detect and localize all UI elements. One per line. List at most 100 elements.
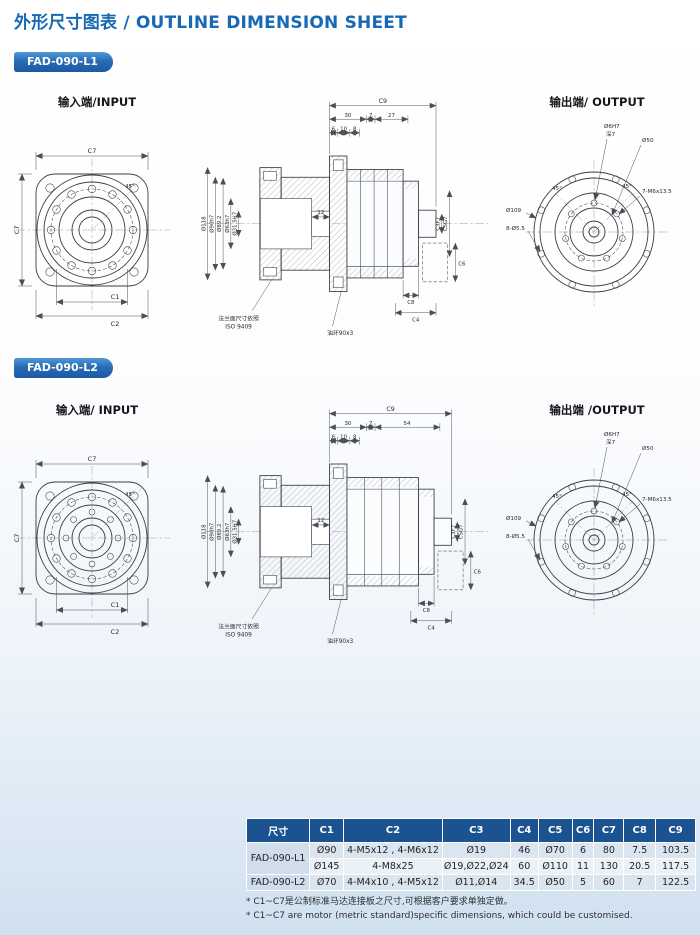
table-cell: 80 bbox=[593, 842, 625, 859]
dim-dia118: Ø118 bbox=[201, 524, 208, 539]
input-flange-drawing: C7 C7 C1 C2 45° bbox=[13, 147, 170, 328]
dim-pin-depth: 深7 bbox=[606, 438, 616, 446]
dim-dia63h7: Ø63h7 bbox=[224, 523, 231, 541]
dim-dia315h7: Ø31.5H7 bbox=[232, 212, 239, 236]
bolt-circle bbox=[50, 496, 134, 580]
dim-c9: C9 bbox=[379, 98, 387, 105]
input-flange-drawing: C7 C7 C1 C2 45° bbox=[13, 455, 170, 636]
dim-angle-45-b: 45° bbox=[622, 184, 632, 190]
bolt-holes bbox=[46, 184, 138, 276]
centerlines bbox=[526, 468, 668, 614]
dim-angle-45-b: 45° bbox=[622, 492, 632, 498]
axial-dimensions: C9 30 7 27 6 10 8 12 bbox=[311, 98, 466, 323]
drawing-section-l1: 输入端/INPUT bbox=[0, 88, 700, 360]
dim-dia118: Ø118 bbox=[201, 216, 208, 231]
table-cell: 60 bbox=[593, 874, 625, 891]
table-cell: Ø110 bbox=[537, 858, 573, 875]
motor-pocket-outline bbox=[422, 242, 448, 283]
section-view-l1: Ø118 Ø90h7 Ø89.2 Ø63h7 Ø31.5H7 bbox=[196, 90, 496, 346]
input-dimensions: C7 C7 C1 C2 45° bbox=[13, 455, 149, 636]
dim-pin-hole: Ø6H7 bbox=[604, 431, 620, 438]
corner-holes bbox=[45, 183, 139, 277]
table-row: Ø145 4-M8x25 Ø19,Ø22,Ø24 60 Ø110 11 130 … bbox=[247, 858, 696, 875]
table-cell: Ø70 bbox=[309, 874, 345, 891]
diameter-dimensions: Ø118 Ø90h7 Ø89.2 Ø63h7 Ø31.5H7 bbox=[201, 475, 242, 589]
model-badge-fad-090-l2: FAD-090-L2 bbox=[14, 358, 113, 378]
dim-c7-top: C7 bbox=[88, 147, 97, 155]
flange-note-line2: ISO 9409 bbox=[225, 324, 252, 330]
dim-54: 54 bbox=[404, 421, 411, 427]
footnotes: * C1~C7是公制标准马达连接板之尺寸,可根据客户要求单独定做。 * C1~C… bbox=[246, 896, 696, 924]
dim-c3: C3F7 bbox=[451, 525, 457, 539]
dim-pin-hole: Ø6H7 bbox=[604, 123, 620, 130]
dim-c7-top: C7 bbox=[88, 455, 97, 463]
table-cell: Ø145 bbox=[309, 858, 345, 875]
dim-c6: C6 bbox=[458, 261, 466, 267]
output-flange-drawing: Ø6H7 深7 Ø50 7-M6x13.5 Ø109 8-Ø5.5 45° 45… bbox=[506, 123, 672, 306]
output-view-l2: 输出端 /OUTPUT bbox=[504, 402, 690, 624]
table-cell: 7.5 bbox=[623, 842, 657, 859]
dim-7: 7 bbox=[369, 421, 372, 427]
table-header: C6 bbox=[571, 818, 595, 843]
outer-holes-8 bbox=[537, 483, 651, 597]
section-view-l2: Ø118 Ø90h7 Ø89.2 Ø63h7 Ø31.5H7 bbox=[196, 398, 496, 654]
table-cell: Ø19 bbox=[441, 842, 511, 859]
table-cell: 4-M4x10 , 4-M5x12 bbox=[343, 874, 443, 891]
dim-27: 27 bbox=[388, 113, 395, 119]
dim-dia63h7: Ø63h7 bbox=[224, 215, 231, 233]
input-view-l2: 输入端/ INPUT bbox=[12, 402, 182, 646]
table-cell: 7 bbox=[623, 874, 657, 891]
bolt-holes bbox=[46, 492, 138, 584]
flange-body-outline bbox=[35, 481, 149, 595]
output-callouts: Ø6H7 深7 Ø50 7-M6x13.5 Ø109 8-Ø5.5 45° 45… bbox=[506, 123, 672, 253]
table-header: C9 bbox=[655, 818, 696, 843]
diameter-dimensions: Ø118 Ø90h7 Ø89.2 Ø63h7 Ø31.5H7 bbox=[201, 167, 242, 281]
footnote-en: * C1~C7 are motor (metric standard)speci… bbox=[246, 910, 633, 921]
dimension-table-area: 尺寸 C1 C2 C3 C4 C5 C6 C7 C8 C9 FAD-090-L1… bbox=[245, 818, 696, 924]
output-view-title: 输出端/ OUTPUT bbox=[549, 95, 645, 109]
input-dimensions: C7 C7 C1 C2 45° bbox=[13, 147, 149, 328]
table-header-row: 尺寸 C1 C2 C3 C4 C5 C6 C7 C8 C9 bbox=[245, 818, 696, 843]
corner-holes bbox=[45, 491, 139, 585]
dim-d50: Ø50 bbox=[642, 137, 654, 144]
dim-c4: C4 bbox=[428, 625, 436, 631]
dim-c3: C3F7 bbox=[435, 217, 441, 231]
table-cell: 122.5 bbox=[655, 874, 696, 891]
motor-pocket-outline bbox=[437, 550, 464, 591]
dim-dia89: Ø89.2 bbox=[216, 524, 223, 540]
table-cell: 60 bbox=[509, 858, 539, 875]
table-cell: 34.5 bbox=[509, 874, 539, 891]
output-flange-drawing: Ø6H7 深7 Ø50 7-M6x13.5 Ø109 8-Ø5.5 45° 45… bbox=[506, 431, 672, 614]
concentric-circles bbox=[533, 171, 655, 293]
table-cell: 130 bbox=[593, 858, 625, 875]
dim-tapped: 7-M6x13.5 bbox=[642, 497, 672, 503]
cross-section-parts bbox=[259, 155, 448, 292]
table-cell: 6 bbox=[571, 842, 595, 859]
table-header: C3 bbox=[441, 818, 511, 843]
table-header: C1 bbox=[309, 818, 345, 843]
dim-dia90h7: Ø90h7 bbox=[208, 215, 215, 233]
notes: 法兰面尺寸依照 ISO 9409 油环90x3 bbox=[218, 279, 354, 337]
flange-note-line1: 法兰面尺寸依照 bbox=[218, 623, 259, 631]
centerlines bbox=[16, 158, 170, 310]
flange-note-line2: ISO 9409 bbox=[225, 632, 252, 638]
input-view-l1: 输入端/INPUT bbox=[12, 94, 182, 338]
model-cell-l1: FAD-090-L1 bbox=[245, 842, 311, 875]
bolt-circle bbox=[50, 188, 134, 272]
dim-30: 30 bbox=[344, 421, 351, 427]
centerlines bbox=[526, 160, 668, 306]
table-row: FAD-090-L1 Ø90 4-M5x12 , 4-M6x12 Ø19 46 … bbox=[245, 842, 696, 875]
table-cell: 4-M5x12 , 4-M6x12 bbox=[343, 842, 443, 859]
dim-c1: C1 bbox=[111, 293, 120, 301]
oil-ring-note: 油环90x3 bbox=[327, 637, 353, 645]
dim-8: 8 bbox=[353, 126, 357, 132]
dim-c5: C5G7 bbox=[459, 524, 465, 539]
cross-section-drawing: Ø118 Ø90h7 Ø89.2 Ø63h7 Ø31.5H7 bbox=[201, 98, 489, 337]
model-cell-l2: FAD-090-L2 bbox=[245, 874, 311, 891]
table-cell: 4-M8x25 bbox=[343, 858, 443, 875]
dim-12: 12 bbox=[317, 210, 324, 216]
input-view-title: 输入端/INPUT bbox=[57, 95, 137, 109]
cross-section-parts bbox=[259, 463, 464, 600]
cross-section-drawing: Ø118 Ø90h7 Ø89.2 Ø63h7 Ø31.5H7 bbox=[201, 406, 489, 645]
table-cell: Ø11,Ø14 bbox=[441, 874, 511, 891]
